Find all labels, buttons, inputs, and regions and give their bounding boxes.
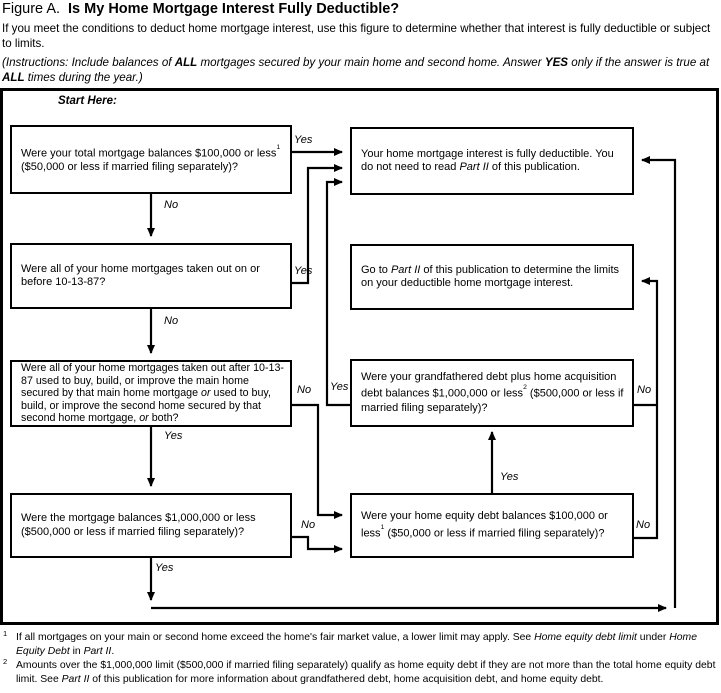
result-text: Go to Part II of this publication to det…	[361, 263, 620, 290]
figure-instructions-text: (Instructions: Include balances of ALL m…	[2, 56, 710, 84]
question-box-home-equity-debt: Were your home equity debt balances $100…	[350, 493, 634, 558]
question-box-pre-1987-mortgages: Were all of your home mortgages taken ou…	[10, 243, 292, 309]
result-box-go-to-part2: Go to Part II of this publication to det…	[350, 244, 634, 310]
connector-label-q3-yes: Yes	[164, 430, 183, 442]
start-here-label: Start Here:	[58, 95, 117, 107]
connector-label-q2-yes: Yes	[294, 265, 313, 277]
figure-heading: Figure A. Is My Home Mortgage Interest Fu…	[2, 1, 399, 17]
connector-label-q1-yes: Yes	[294, 134, 313, 146]
figure-label: Figure A.	[2, 1, 61, 17]
footnote-2-text: Amounts over the $1,000,000 limit ($500,…	[16, 660, 716, 685]
question-text: Were your total mortgage balances $100,0…	[21, 144, 281, 174]
connector-label-q4-no: No	[301, 519, 316, 531]
connector-label-home-equity-no: No	[636, 519, 651, 531]
question-text: Were all of your home mortgages taken ou…	[21, 262, 260, 289]
footnote-2-marker: 2	[3, 657, 8, 666]
connector-label-q2-no: No	[164, 315, 179, 327]
figure-intro-text: If you meet the conditions to deduct hom…	[2, 22, 711, 50]
question-box-grandfathered-debt: Were your grandfathered debt plus home a…	[350, 359, 634, 427]
footnote-1-text: If all mortgages on your main or second …	[16, 632, 697, 657]
result-text: Your home mortgage interest is fully ded…	[361, 147, 614, 174]
connector-label-grandfathered-yes: Yes	[330, 381, 349, 393]
question-text: Were all of your home mortgages taken ou…	[21, 362, 284, 425]
footnote-1-marker: 1	[3, 629, 8, 638]
question-box-million-limit: Were the mortgage balances $1,000,000 or…	[10, 493, 292, 558]
question-text: Were your home equity debt balances $100…	[361, 510, 608, 540]
connector-label-home-equity-yes: Yes	[500, 471, 519, 483]
question-box-post-1987-use: Were all of your home mortgages taken ou…	[10, 360, 292, 427]
question-box-total-balances: Were your total mortgage balances $100,0…	[10, 125, 292, 194]
connector-label-q1-no: No	[164, 199, 179, 211]
flowchart-border	[0, 88, 719, 625]
figure-title: Is My Home Mortgage Interest Fully Deduc…	[68, 1, 400, 17]
connector-label-q3-no: No	[297, 384, 312, 396]
connector-label-q4-yes: Yes	[155, 562, 174, 574]
result-box-fully-deductible: Your home mortgage interest is fully ded…	[350, 127, 634, 195]
question-text: Were your grandfathered debt plus home a…	[361, 370, 624, 414]
connector-label-grandfathered-no: No	[637, 384, 652, 396]
question-text: Were the mortgage balances $1,000,000 or…	[21, 512, 256, 538]
